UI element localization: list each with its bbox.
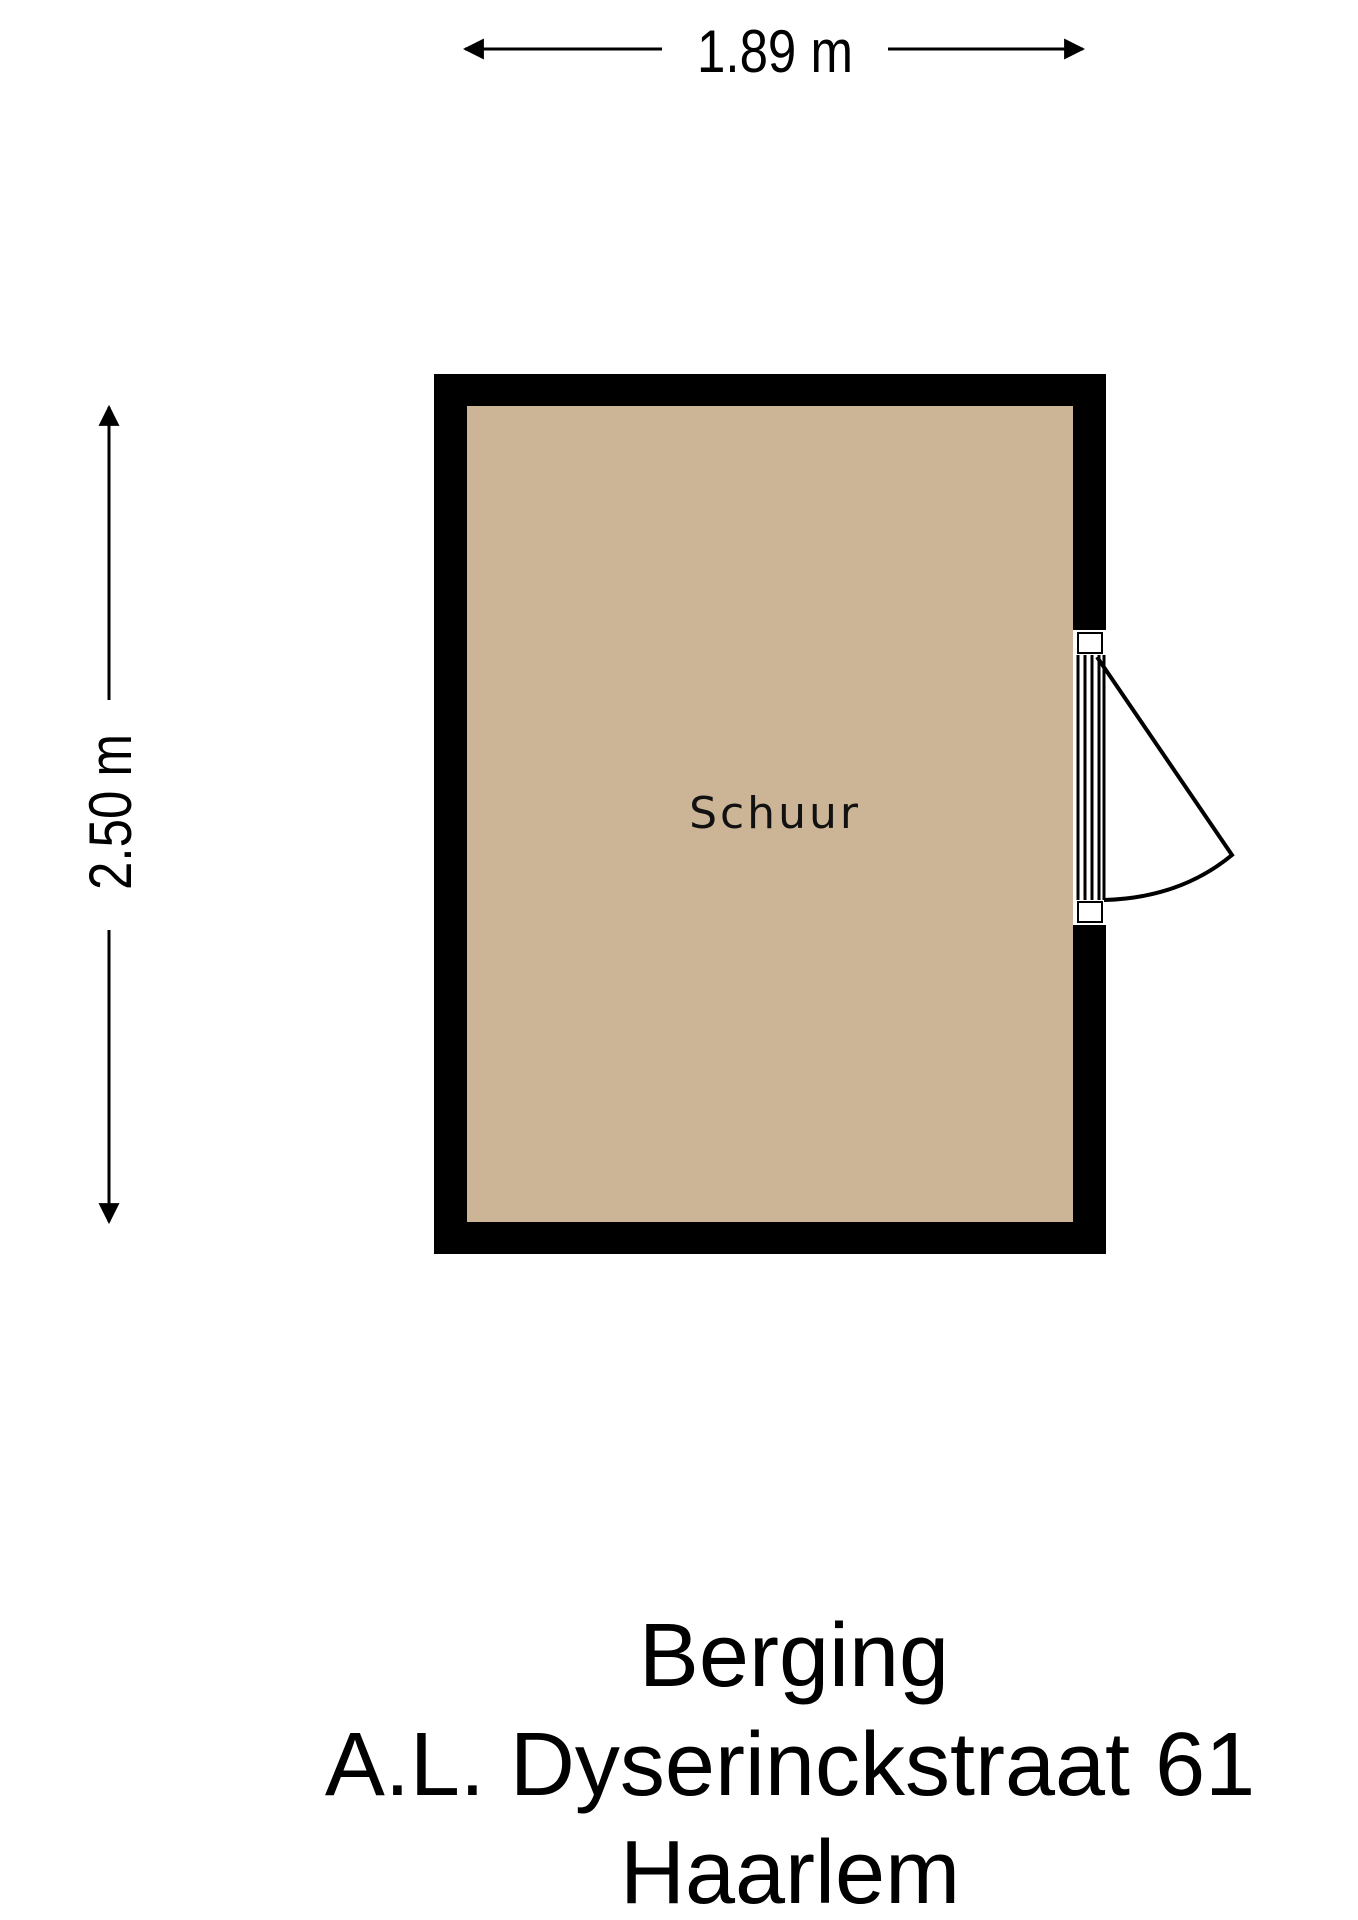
room-floor-schuur — [467, 406, 1073, 1222]
door-swing — [1095, 655, 1235, 902]
width-dimension: 1.89 m — [462, 18, 1086, 85]
door — [1073, 630, 1235, 925]
title-line-2: A.L. Dyserinckstraat 61 — [325, 1715, 1255, 1815]
width-label: 1.89 m — [697, 18, 853, 85]
title-line-3: Haarlem — [620, 1823, 960, 1920]
title-line-1: Berging — [639, 1606, 949, 1706]
height-dimension: 2.50 m — [77, 404, 144, 1225]
height-label: 2.50 m — [77, 734, 144, 890]
room-label-schuur: Schuur — [689, 788, 861, 839]
